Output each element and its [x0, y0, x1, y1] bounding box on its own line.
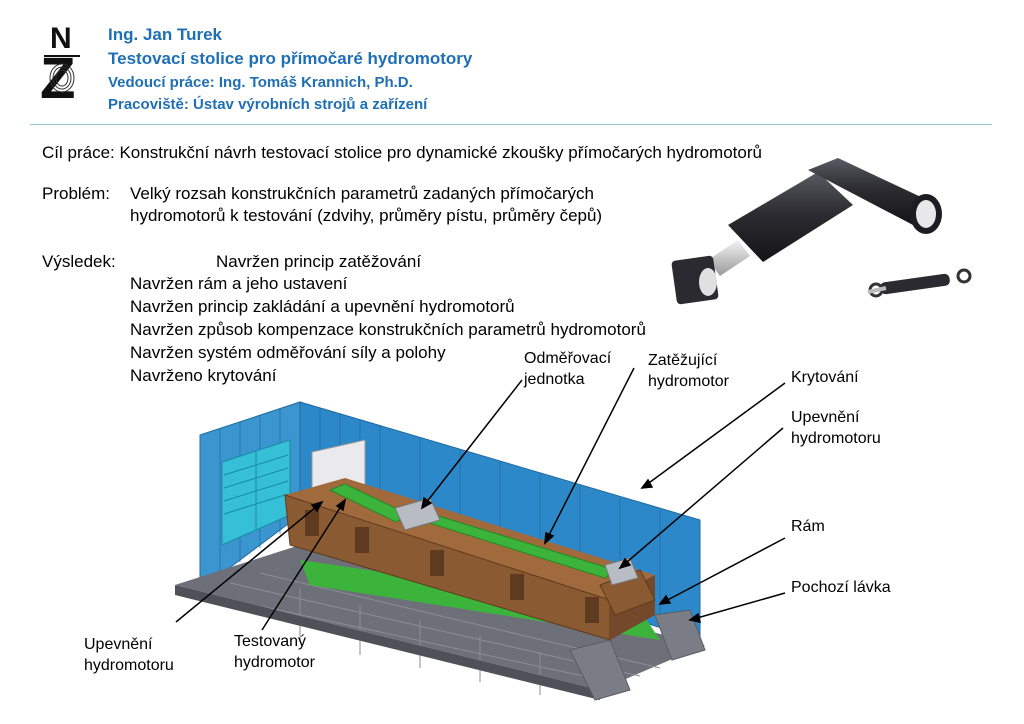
result-item: Navržen princip zatěžování — [216, 252, 422, 271]
header-divider — [30, 124, 992, 125]
hydraulic-cylinder-image — [668, 150, 988, 310]
problem-line-2: hydromotorů k testování (zdvihy, průměry… — [130, 206, 603, 225]
problem-label: Problém: — [42, 184, 111, 203]
problem-line-1: Velký rozsah konstrukčních parametrů zad… — [130, 184, 594, 203]
thesis-title: Testovací stolice pro přímočaré hydromot… — [108, 49, 473, 68]
supervisor: Vedoucí práce: Ing. Tomáš Krannich, Ph.D… — [108, 74, 413, 91]
result-item: Navržen rám a jeho ustavení — [130, 274, 348, 293]
result-item: Navržen systém odměřování síly a polohy — [130, 343, 446, 362]
svg-text:Z: Z — [40, 46, 75, 104]
svg-text:N: N — [50, 22, 72, 55]
label-frame: Rám — [791, 518, 825, 535]
goal-text: Cíl práce: Konstrukční návrh testovací s… — [42, 143, 762, 162]
label-walkway: Pochozí lávka — [791, 579, 891, 596]
result-label: Výsledek: — [42, 252, 116, 271]
result-item: Navržen princip zakládání a upevnění hyd… — [130, 297, 515, 316]
workplace: Pracoviště: Ústav výrobních strojů a zař… — [108, 96, 428, 113]
author-name: Ing. Jan Turek — [108, 25, 222, 44]
institute-logo: N Z — [34, 18, 90, 111]
label-cover: Krytování — [791, 369, 859, 386]
result-item: Navržen způsob kompenzace konstrukčních … — [130, 320, 646, 339]
result-item: Navrženo krytování — [130, 366, 277, 385]
